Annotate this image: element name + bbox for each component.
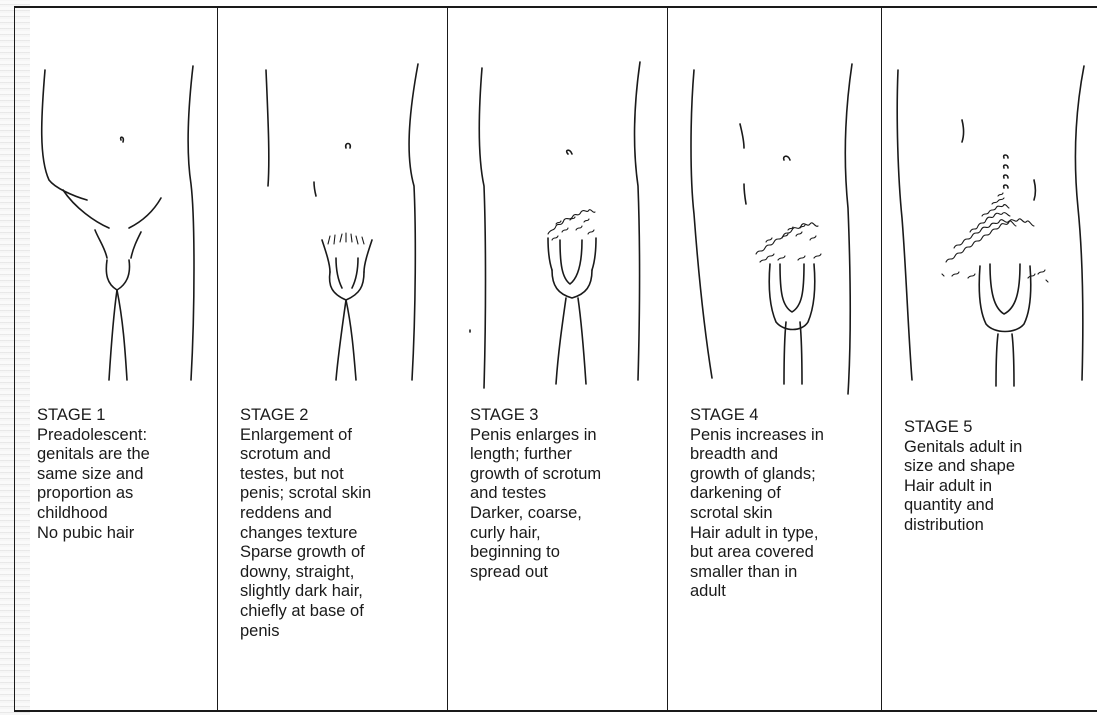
stage-description-line: distribution (904, 516, 1092, 536)
stage-description-line: beginning to (470, 543, 661, 563)
stage-5-illustration (882, 8, 1097, 398)
stage-description-line: changes texture (240, 524, 441, 544)
stage-4-caption: STAGE 4 Penis increases in breadth and g… (690, 406, 875, 602)
stage-description-line: Enlargement of (240, 426, 441, 446)
stage-description-line: Hair adult in type, (690, 524, 875, 544)
stage-2-illustration (218, 8, 447, 398)
stage-description-line: adult (690, 582, 875, 602)
stage-description-line: Sparse growth of (240, 543, 441, 563)
stage-1-caption: STAGE 1 Preadolescent: genitals are the … (37, 406, 211, 543)
stage-5-caption: STAGE 5 Genitals adult in size and shape… (904, 418, 1092, 536)
stage-description-line: smaller than in (690, 563, 875, 583)
stage-description-line: No pubic hair (37, 524, 211, 544)
stage-1-panel: STAGE 1 Preadolescent: genitals are the … (15, 8, 217, 710)
stage-title: STAGE 3 (470, 406, 661, 426)
stage-description-line: Penis increases in (690, 426, 875, 446)
stage-description-line: breadth and (690, 445, 875, 465)
stage-description-line: growth of glands; (690, 465, 875, 485)
stage-description-line: scrotal skin (690, 504, 875, 524)
stage-description-line: proportion as (37, 484, 211, 504)
stage-3-illustration (448, 8, 667, 398)
pubic-hair (328, 233, 364, 244)
stage-description-line: spread out (470, 563, 661, 583)
stage-description-line: darkening of (690, 484, 875, 504)
stage-2-panel: STAGE 2 Enlargement of scrotum and teste… (218, 8, 447, 710)
stage-description-line: penis; scrotal skin (240, 484, 441, 504)
stage-title: STAGE 2 (240, 406, 441, 426)
stage-title: STAGE 4 (690, 406, 875, 426)
stage-3-caption: STAGE 3 Penis enlarges in length; furthe… (470, 406, 661, 582)
stage-description-line: downy, straight, (240, 563, 441, 583)
stage-description-line: growth of scrotum (470, 465, 661, 485)
stage-4-panel: STAGE 4 Penis increases in breadth and g… (668, 8, 881, 710)
stage-description-line: but area covered (690, 543, 875, 563)
stage-5-panel: STAGE 5 Genitals adult in size and shape… (882, 8, 1097, 710)
stage-4-illustration (668, 8, 881, 398)
stage-2-caption: STAGE 2 Enlargement of scrotum and teste… (240, 406, 441, 641)
stage-description-line: reddens and (240, 504, 441, 524)
stage-description-line: Darker, coarse, (470, 504, 661, 524)
stage-title: STAGE 5 (904, 418, 1092, 438)
stage-description-line: testes, but not (240, 465, 441, 485)
stage-description-line: Genitals adult in (904, 438, 1092, 458)
stage-description-line: childhood (37, 504, 211, 524)
stage-1-illustration (15, 8, 217, 398)
stage-description-line: quantity and (904, 496, 1092, 516)
stage-description-line: and testes (470, 484, 661, 504)
stage-description-line: Penis enlarges in (470, 426, 661, 446)
pubic-hair (756, 223, 821, 262)
tanner-stages-figure: STAGE 1 Preadolescent: genitals are the … (14, 6, 1097, 712)
pubic-hair (548, 210, 595, 240)
stage-description-line: Hair adult in (904, 477, 1092, 497)
stage-description-line: length; further (470, 445, 661, 465)
stage-description-line: chiefly at base of (240, 602, 441, 622)
stage-description-line: slightly dark hair, (240, 582, 441, 602)
stage-description-line: Preadolescent: (37, 426, 211, 446)
stage-3-panel: STAGE 3 Penis enlarges in length; furthe… (448, 8, 667, 710)
stage-description-line: scrotum and (240, 445, 441, 465)
stage-description-line: penis (240, 622, 441, 642)
stage-description-line: same size and (37, 465, 211, 485)
pubic-hair (942, 193, 1048, 282)
stage-description-line: curly hair, (470, 524, 661, 544)
stage-title: STAGE 1 (37, 406, 211, 426)
stage-description-line: genitals are the (37, 445, 211, 465)
stage-description-line: size and shape (904, 457, 1092, 477)
